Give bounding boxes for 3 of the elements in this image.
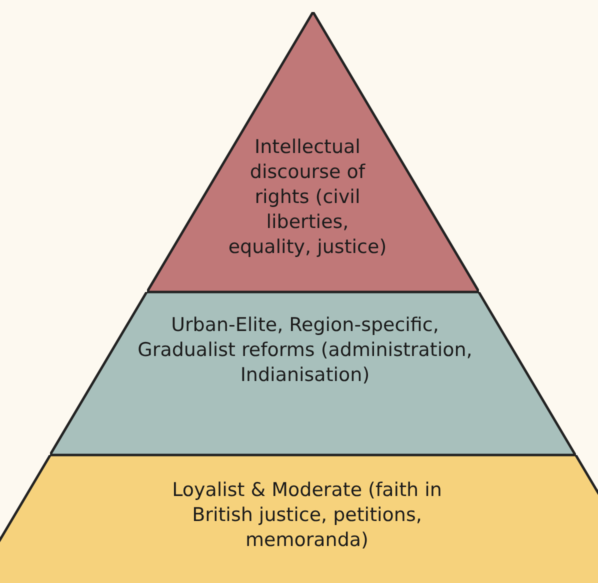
tier-text: Loyalist & Moderate (faith in British justice, petitions, memoranda) bbox=[171, 478, 443, 553]
tier-text: Intellectual discourse of rights (civil liberties, equality, justice) bbox=[227, 135, 388, 260]
tier-text: Urban-Elite, Region-specific, Gradualist reforms (administration, Indianisation) bbox=[136, 313, 474, 388]
